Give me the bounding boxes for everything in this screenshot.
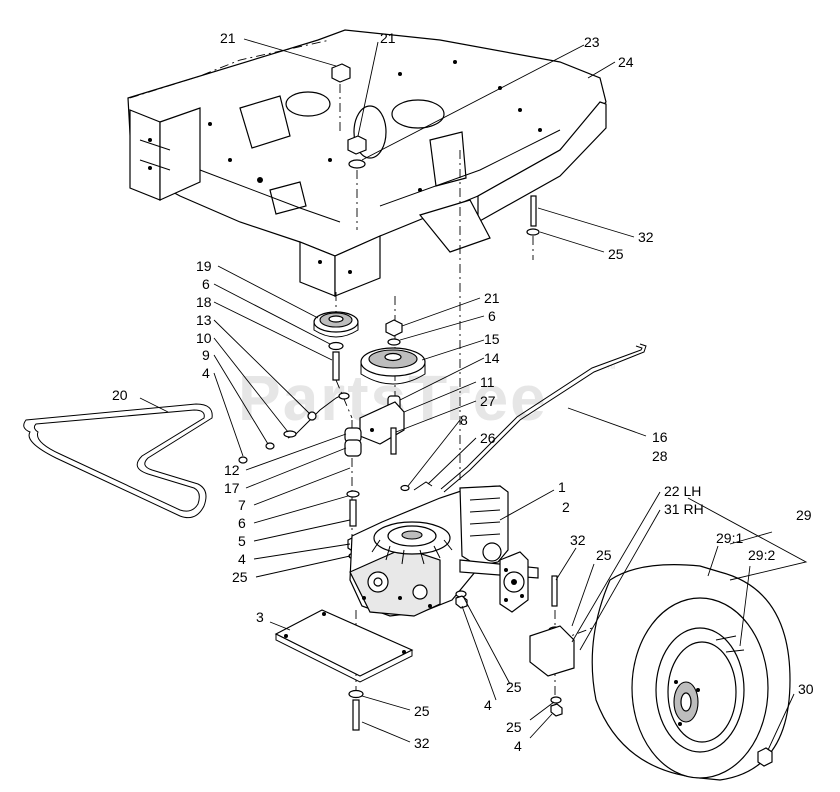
callout-6: 6	[238, 515, 246, 531]
clip-8	[400, 484, 410, 492]
callout-4: 4	[238, 551, 246, 567]
shift-rod-16	[440, 343, 647, 493]
callout-9: 9	[202, 347, 210, 363]
drive-belt-20	[23, 403, 213, 519]
callout-5: 5	[238, 533, 246, 549]
pin-26	[413, 481, 433, 491]
callout-6: 6	[202, 276, 210, 292]
watermark-trademark: ™	[606, 364, 616, 375]
callout-2: 2	[562, 499, 570, 515]
callout-25: 25	[232, 569, 248, 585]
callout-19: 19	[196, 258, 212, 274]
bolt-18	[332, 351, 340, 381]
callout-26: 26	[480, 430, 496, 446]
bushing-17	[344, 439, 362, 457]
callout-17: 17	[224, 480, 240, 496]
washer-10	[283, 430, 297, 438]
nut-21c	[385, 319, 403, 337]
washer-25a	[526, 228, 540, 236]
pin-9	[265, 442, 275, 450]
washer-23	[348, 159, 366, 169]
callout-10: 10	[196, 330, 212, 346]
leader-lines	[139, 38, 808, 751]
callout-7: 7	[238, 497, 246, 513]
callout-11: 11	[480, 374, 495, 390]
transaxle-1	[349, 485, 539, 617]
wheel-29	[591, 564, 791, 781]
pulley-15	[360, 347, 426, 385]
callout-25: 25	[506, 719, 522, 735]
callout-1: 1	[558, 479, 566, 495]
callout-21: 21	[220, 30, 236, 46]
nut-21a	[331, 63, 351, 83]
callout-27: 27	[480, 393, 496, 409]
callout-24: 24	[618, 54, 634, 70]
callout-29-2: 29:2	[748, 547, 775, 563]
lug-nut-30	[757, 747, 773, 767]
nut-4d	[550, 703, 563, 717]
callout-20: 20	[112, 387, 128, 403]
callout-32: 32	[638, 229, 654, 245]
washer-6b	[387, 338, 401, 346]
callout-12: 12	[224, 462, 240, 478]
callout-4: 4	[484, 697, 492, 713]
callout-14: 14	[484, 350, 500, 366]
callout-18: 18	[196, 294, 212, 310]
callout-25: 25	[414, 703, 430, 719]
bolt-32b	[551, 575, 558, 607]
nut-4a	[238, 456, 248, 464]
bolt-5	[349, 499, 357, 527]
washer-25f	[348, 689, 364, 699]
frame-assembly	[127, 29, 607, 297]
callout-21: 21	[484, 290, 500, 306]
bracket-plate	[529, 625, 575, 677]
callout-16: 16	[652, 429, 668, 445]
callout-13: 13	[196, 312, 212, 328]
washer-6a	[328, 341, 344, 351]
callout-6: 6	[488, 308, 496, 324]
bolt-32a	[530, 195, 537, 227]
nut-4c	[455, 595, 468, 609]
callout-29: 29	[796, 507, 812, 523]
callout-labels: 21 21 23 24 32 25 19 6 18 13 10 9 4 21 6…	[112, 30, 814, 754]
callout-21: 21	[380, 30, 396, 46]
callout-32: 32	[414, 735, 430, 751]
washer-6c	[346, 490, 360, 498]
callout-25: 25	[506, 679, 522, 695]
callout-29-1: 29:1	[716, 530, 743, 546]
callout-4: 4	[514, 738, 522, 754]
pulley-19	[313, 311, 359, 338]
callout-25: 25	[608, 246, 624, 262]
callout-30: 30	[798, 681, 814, 697]
washer-25e	[550, 696, 562, 704]
callout-25: 25	[596, 547, 612, 563]
callout-31-rh: 31 RH	[664, 501, 704, 517]
callout-23: 23	[584, 34, 600, 50]
spring-13	[287, 392, 350, 439]
callout-8: 8	[460, 412, 468, 428]
cover-plate-3	[274, 609, 414, 683]
callout-32: 32	[570, 532, 586, 548]
callout-4: 4	[202, 365, 210, 381]
bolt-32c	[352, 699, 360, 731]
bolt-27	[390, 427, 397, 455]
nut-21b	[347, 135, 367, 155]
callout-22-lh: 22 LH	[664, 483, 701, 499]
callout-3: 3	[256, 609, 264, 625]
callout-28: 28	[652, 448, 668, 464]
callout-15: 15	[484, 331, 500, 347]
